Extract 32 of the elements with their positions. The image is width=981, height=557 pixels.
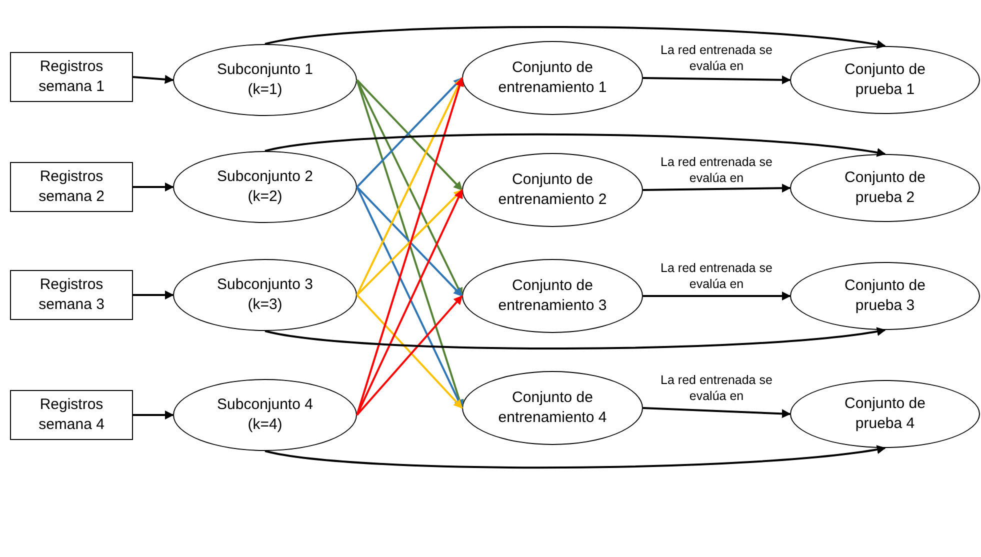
node-text: Conjunto de prueba 4 <box>844 394 926 434</box>
node-text: Registros semana 1 <box>38 56 106 97</box>
node-text: Subconjunto 1 (k=1) <box>216 60 314 100</box>
node-text: Conjunto de entrenamiento 1 <box>497 58 608 98</box>
node-text: Subconjunto 2 (k=2) <box>216 166 314 207</box>
process-box <box>10 270 133 320</box>
arrow <box>264 134 886 158</box>
arrow <box>133 182 174 192</box>
node-text: Registros semana 3 <box>38 274 106 315</box>
node-text: Conjunto de entrenamiento 3 <box>497 276 608 316</box>
arrow <box>264 326 886 350</box>
arrow <box>264 444 886 468</box>
node-text: Subconjunto 4 (k=4) <box>216 394 314 435</box>
arrow <box>642 407 791 418</box>
arrow <box>132 74 174 84</box>
node-text: Registros semana 4 <box>38 394 106 435</box>
node-text: Subconjunto 3 (k=3) <box>216 274 314 315</box>
node-text: Conjunto de prueba 3 <box>844 276 926 316</box>
arrow <box>133 410 174 420</box>
node-text: Conjunto de prueba 1 <box>844 60 926 100</box>
arrow <box>643 292 791 300</box>
arrow <box>642 75 791 84</box>
arrow <box>133 290 174 300</box>
node-text: Conjunto de prueba 2 <box>844 168 926 208</box>
process-box <box>10 162 133 212</box>
node-text: Conjunto de entrenamiento 4 <box>497 388 608 428</box>
arrow <box>642 184 791 193</box>
arrow <box>264 26 886 50</box>
process-box <box>10 390 133 440</box>
process-box <box>10 52 133 102</box>
node-text: Registros semana 2 <box>38 166 106 207</box>
node-text: Conjunto de entrenamiento 2 <box>497 170 608 210</box>
